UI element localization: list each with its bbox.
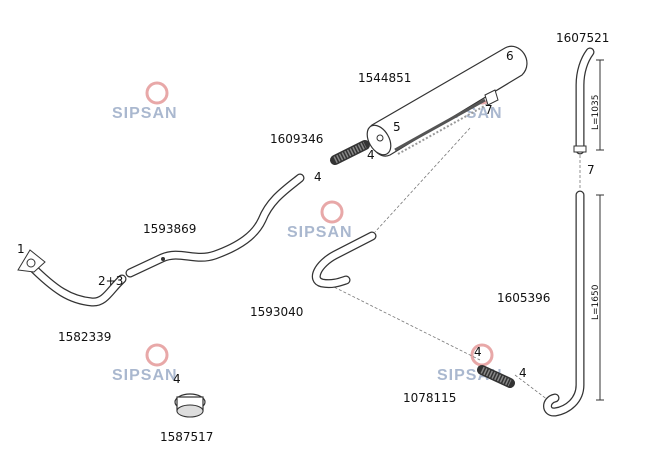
- label-flex-hose-lower: 1078115: [403, 391, 456, 405]
- watermark-3: SIPSAN: [287, 200, 353, 241]
- svg-text:SIPSAN: SIPSAN: [287, 224, 353, 241]
- mid-pipe[interactable]: [125, 173, 305, 278]
- callout-6: 6: [506, 49, 514, 63]
- callout-4-hose-right: 4: [519, 366, 527, 380]
- callout-1: 1: [17, 242, 25, 256]
- bend-pipe[interactable]: [311, 231, 377, 289]
- dimension-long-line: [596, 194, 604, 401]
- callout-4-hose-left: 4: [474, 345, 482, 359]
- callout-7-tailpipe: 7: [587, 163, 595, 177]
- watermark-1: SIPSAN: [112, 81, 178, 122]
- tailpipe-short[interactable]: [573, 47, 595, 155]
- callout-5: 5: [393, 120, 401, 134]
- dimension-short: L=1035: [591, 95, 601, 130]
- label-bend-pipe: 1593040: [250, 305, 303, 319]
- flex-hose-lower[interactable]: [477, 365, 515, 388]
- label-front-pipe: 1582339: [58, 330, 111, 344]
- callout-4-mid: 4: [314, 170, 322, 184]
- svg-text:SIPSAN: SIPSAN: [112, 367, 178, 384]
- callout-4-muffler: 4: [367, 148, 375, 162]
- dimension-short-line: [596, 59, 604, 151]
- watermark-4: SIPSAN: [112, 343, 178, 384]
- label-tailpipe-short: 1607521: [556, 31, 609, 45]
- label-tailpipe-long: 1605396: [497, 291, 550, 305]
- callout-7-muffler: 7: [485, 103, 493, 117]
- label-muffler: 1544851: [358, 71, 411, 85]
- svg-text:SIPSAN: SIPSAN: [112, 105, 178, 122]
- label-mid-pipe: 1593869: [143, 222, 196, 236]
- muffler[interactable]: [362, 45, 528, 159]
- tailpipe-long[interactable]: [543, 190, 585, 417]
- assembly-lines: [329, 127, 581, 401]
- dimension-long: L=1650: [591, 284, 601, 320]
- flex-hose-upper[interactable]: [330, 140, 370, 165]
- clamp[interactable]: [174, 393, 206, 418]
- label-clamp: 1587517: [160, 430, 213, 444]
- callout-4-clamp: 4: [173, 372, 181, 386]
- front-pipe[interactable]: [17, 249, 127, 307]
- callout-2-3: 2+3: [98, 274, 123, 288]
- label-flex-hose-upper: 1609346: [270, 132, 323, 146]
